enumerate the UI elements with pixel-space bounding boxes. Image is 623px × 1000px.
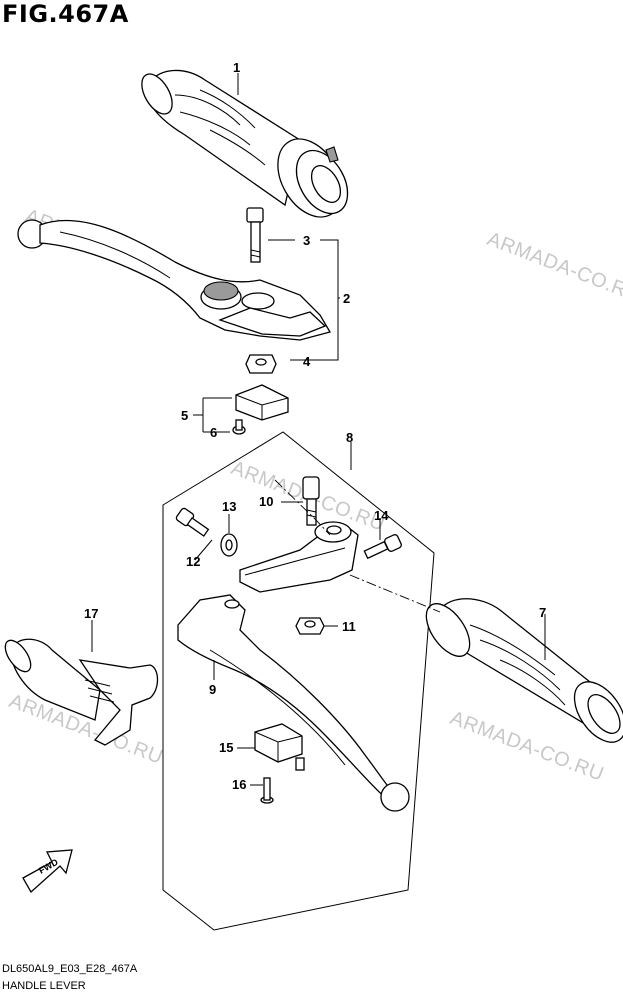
callout-1: 1 <box>233 60 240 75</box>
switch-part-15[interactable] <box>254 723 305 771</box>
pivot-bolt-part-10[interactable] <box>302 476 320 526</box>
callout-16: 16 <box>232 777 246 792</box>
callout-2: 2 <box>343 291 350 306</box>
leader-lines <box>91 73 546 786</box>
left-grip-part-7[interactable] <box>418 596 623 751</box>
callout-14: 14 <box>374 508 389 523</box>
clutch-lever-part-9[interactable] <box>177 594 410 812</box>
nut-part-11[interactable] <box>295 617 325 635</box>
throttle-grip-part-1[interactable] <box>136 69 358 228</box>
callout-9: 9 <box>209 682 216 697</box>
callout-labels: 1 3 2 4 5 6 8 10 13 14 12 7 17 11 9 15 1… <box>84 60 546 792</box>
grip-guard-part-17[interactable] <box>0 636 159 746</box>
callout-13: 13 <box>222 499 236 514</box>
figure-title: FIG.467A <box>2 0 129 28</box>
bolt-part-14[interactable] <box>363 534 402 560</box>
brake-lever-part-2[interactable] <box>17 219 331 341</box>
switch-part-5[interactable] <box>235 384 289 421</box>
nut-part-4[interactable] <box>245 354 277 374</box>
callout-5: 5 <box>181 408 188 423</box>
screw-part-16[interactable] <box>260 777 274 804</box>
clutch-lever-holder[interactable] <box>239 521 359 593</box>
clutch-assembly-box <box>162 431 435 931</box>
callout-4: 4 <box>303 354 311 369</box>
callout-11: 11 <box>342 619 356 634</box>
fwd-arrow-icon <box>22 849 73 894</box>
footer-diagram-name: HANDLE LEVER <box>2 980 86 992</box>
screw-part-6[interactable] <box>232 419 246 435</box>
bolt-part-12[interactable] <box>175 507 210 537</box>
callout-17: 17 <box>84 606 98 621</box>
callout-3: 3 <box>303 233 310 248</box>
washer-part-13[interactable] <box>220 533 238 557</box>
callout-12: 12 <box>186 554 200 569</box>
callout-15: 15 <box>219 740 233 755</box>
pivot-bolt-part-3[interactable] <box>246 207 264 263</box>
callout-6: 6 <box>210 425 217 440</box>
callout-8: 8 <box>346 430 353 445</box>
callout-10: 10 <box>259 494 273 509</box>
callout-7: 7 <box>539 605 546 620</box>
footer-model-code: DL650AL9_E03_E28_467A <box>2 963 138 975</box>
